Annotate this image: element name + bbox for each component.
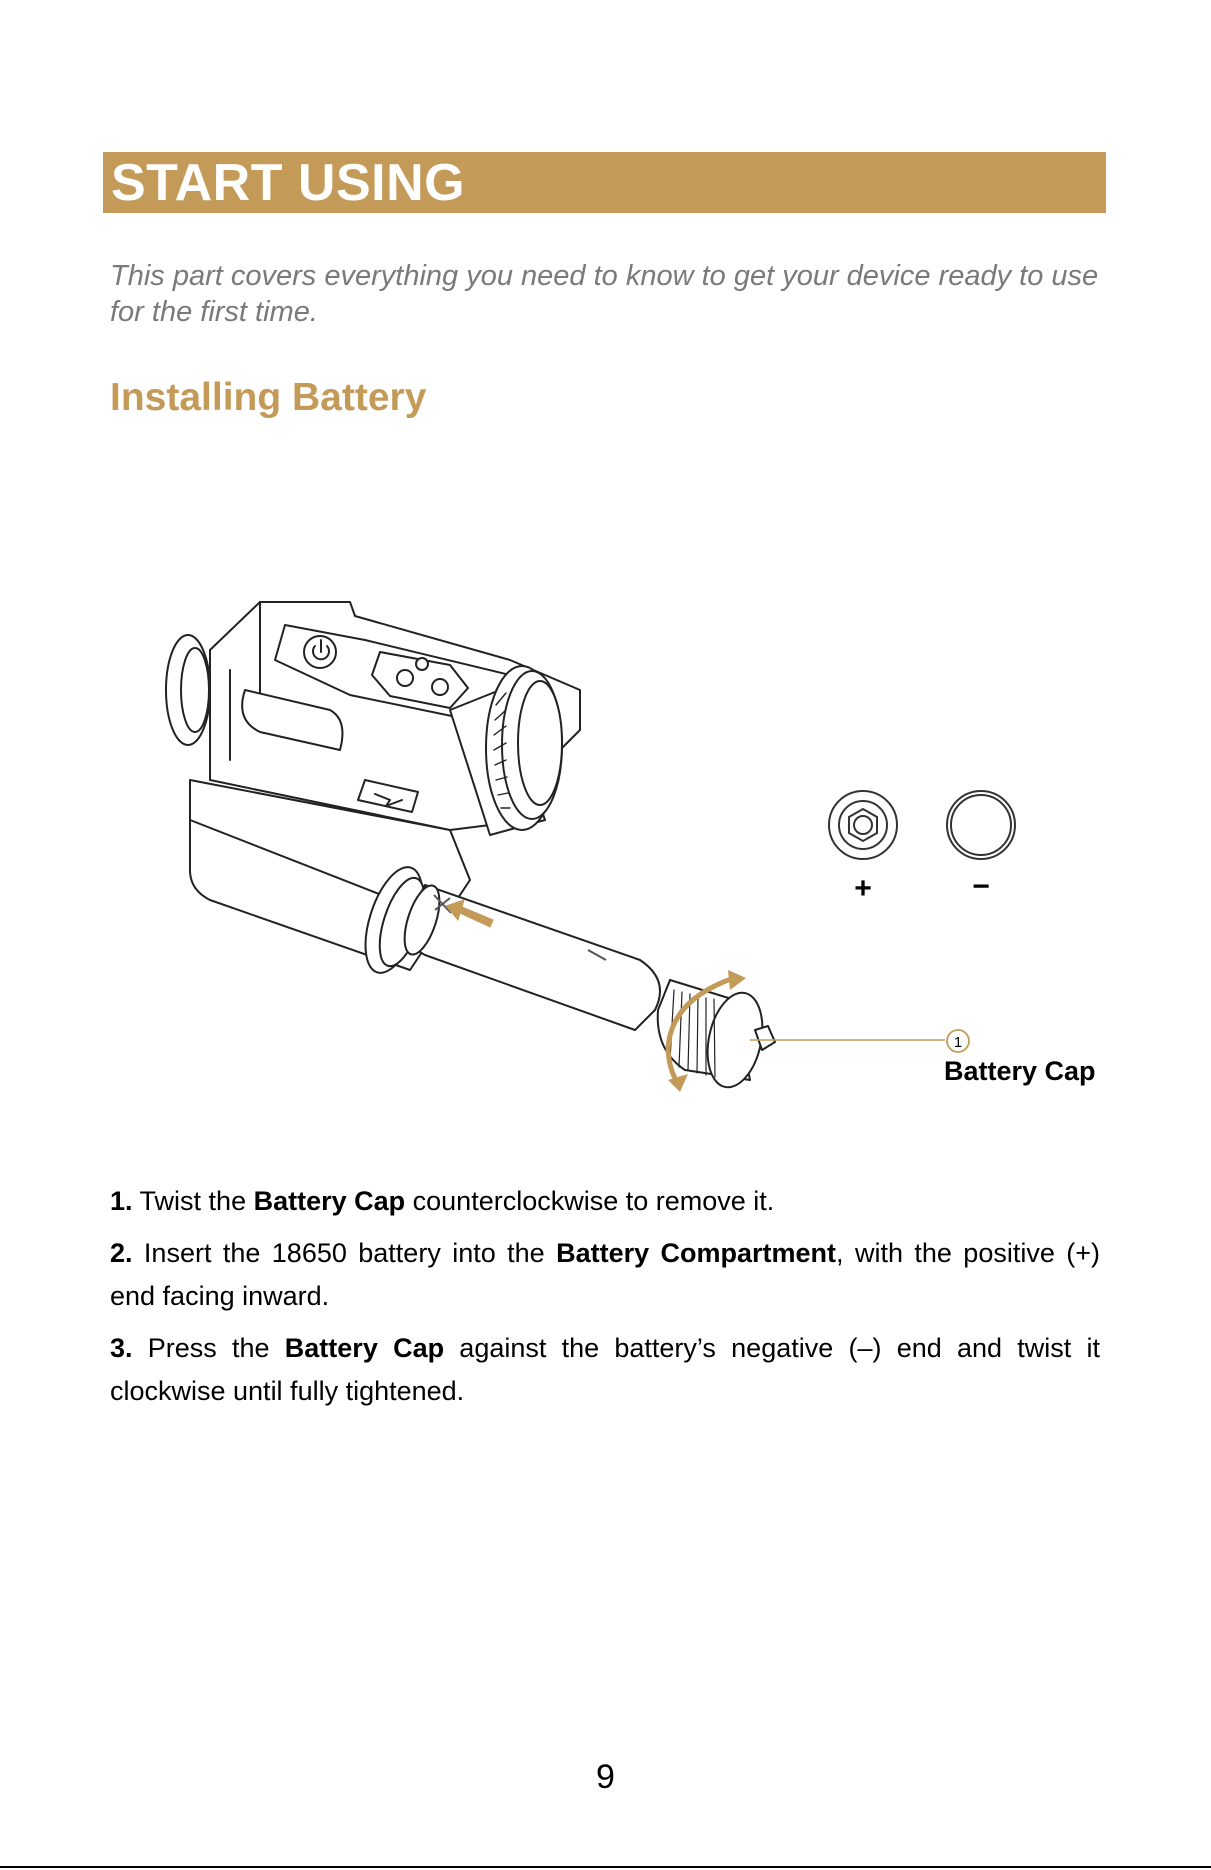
step-2: 2. Insert the 18650 battery into the Bat… <box>110 1232 1100 1318</box>
callout-number: 1 <box>954 1034 962 1051</box>
instruction-steps: 1. Twist the Battery Cap counterclockwis… <box>110 1180 1100 1422</box>
step-text: Twist the <box>132 1186 254 1216</box>
step-3: 3. Press the Battery Cap against the bat… <box>110 1327 1100 1413</box>
battery-installation-illustration: 1 + − <box>165 601 1016 1092</box>
brand-logo <box>357 779 419 813</box>
step-text: Press the <box>132 1333 285 1363</box>
section-banner: START USING <box>103 152 1106 213</box>
section-heading: Installing Battery <box>110 376 427 419</box>
bottom-divider <box>0 1866 1211 1868</box>
step-text: Insert the 18650 battery into the <box>132 1238 557 1268</box>
intro-paragraph: This part covers everything you need to … <box>110 260 1099 328</box>
step-number: 1. <box>110 1186 133 1216</box>
step-emphasis: Battery Compartment <box>556 1238 837 1268</box>
battery-cap-label: Battery Cap <box>944 1056 1096 1086</box>
insertion-arrow <box>445 899 494 928</box>
negative-terminal-icon <box>946 790 1016 860</box>
page-number: 9 <box>596 1758 615 1796</box>
step-number: 2. <box>110 1238 133 1268</box>
plus-sign: + <box>854 872 872 905</box>
step-emphasis: Battery Cap <box>253 1186 406 1216</box>
power-icon <box>312 639 330 661</box>
step-text: , with the positive (+) end facing inwar… <box>110 1238 1100 1311</box>
step-emphasis: Battery Cap <box>284 1333 445 1363</box>
step-1: 1. Twist the Battery Cap counterclockwis… <box>110 1180 1100 1223</box>
step-number: 3. <box>110 1333 133 1363</box>
callout-circle <box>946 1029 970 1053</box>
minus-sign: − <box>972 870 990 903</box>
step-text: counterclockwise to remove it. <box>405 1186 775 1216</box>
rotation-arrow <box>665 975 735 1087</box>
positive-terminal-icon <box>828 790 898 860</box>
step-text: against the battery’s negative (–) end a… <box>110 1333 1101 1406</box>
page-title: START USING <box>111 154 466 212</box>
